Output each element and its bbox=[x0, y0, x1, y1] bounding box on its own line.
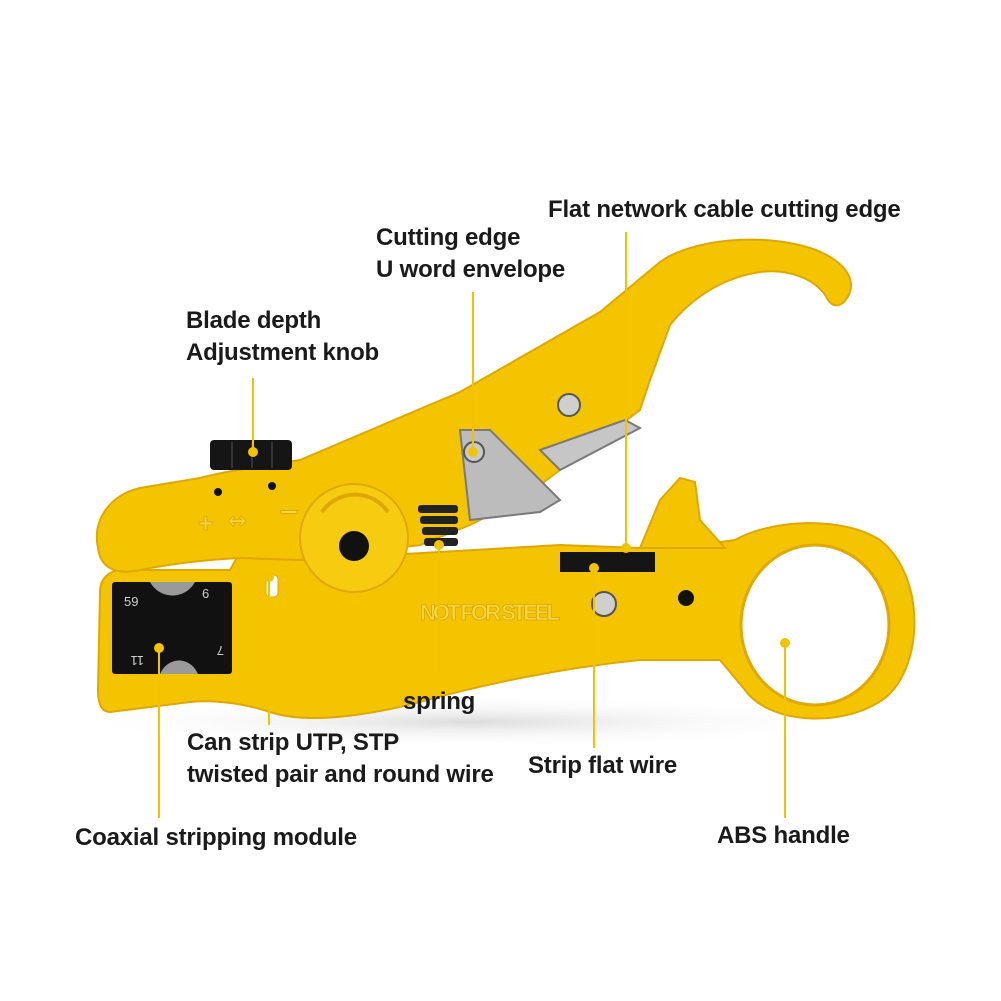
module-label-7: 7 bbox=[217, 643, 224, 658]
label-cutting-edge-line1: Cutting edge bbox=[376, 224, 521, 251]
label-cutting-edge-line2: U word envelope bbox=[376, 256, 566, 283]
label-spring: spring bbox=[403, 686, 475, 718]
label-coaxial: Coaxial stripping module bbox=[75, 822, 357, 854]
label-blade-depth: Blade depth Adjustment knob bbox=[186, 305, 379, 369]
lower-screw bbox=[591, 591, 617, 617]
label-cutting-edge: Cutting edge U word envelope bbox=[376, 222, 565, 286]
label-strip-utp: Can strip UTP, STP twisted pair and roun… bbox=[187, 727, 494, 791]
lower-rivet bbox=[678, 590, 694, 606]
callout-cutting-edge bbox=[468, 292, 478, 457]
callout-blade-depth bbox=[248, 378, 258, 457]
arrows-marking: ↔ bbox=[228, 509, 246, 534]
label-spring-line1: spring bbox=[403, 688, 476, 715]
spring bbox=[418, 505, 458, 546]
u-cutting-blade bbox=[458, 429, 562, 522]
label-flat-network-line1: Flat network cable cutting edge bbox=[548, 196, 901, 223]
label-flat-network: Flat network cable cutting edge bbox=[548, 194, 901, 226]
minus-marking: − bbox=[278, 497, 300, 527]
label-blade-depth-line2: Adjustment knob bbox=[186, 339, 379, 366]
label-strip-flat-line1: Strip flat wire bbox=[528, 752, 678, 779]
label-strip-utp-line2: twisted pair and round wire bbox=[187, 761, 494, 788]
label-abs-handle-line1: ABS handle bbox=[717, 822, 850, 849]
label-strip-flat: Strip flat wire bbox=[528, 750, 677, 782]
label-blade-depth-line1: Blade depth bbox=[186, 307, 322, 334]
callout-strip-utp bbox=[264, 572, 274, 725]
flat-wire-slot bbox=[560, 552, 655, 572]
callout-coaxial bbox=[154, 643, 164, 818]
upper-screw bbox=[557, 393, 581, 417]
callout-flat-network bbox=[621, 232, 631, 553]
module-label-59: 59 bbox=[124, 594, 138, 609]
module-label-11: 11 bbox=[131, 653, 145, 668]
callout-spring bbox=[434, 540, 444, 678]
pivot-hole bbox=[339, 531, 369, 561]
label-abs-handle: ABS handle bbox=[717, 820, 850, 852]
plus-marking: + bbox=[198, 508, 213, 538]
flat-network-blade bbox=[538, 418, 643, 472]
handle-ring-hole bbox=[739, 543, 891, 707]
pivot-arc bbox=[320, 492, 390, 514]
upper-fin bbox=[638, 476, 728, 549]
module-label-6: 6 bbox=[202, 586, 209, 601]
coaxial-module bbox=[112, 582, 232, 674]
callout-strip-flat bbox=[589, 563, 599, 748]
callout-abs-handle bbox=[780, 638, 790, 818]
embossed-text: NOT FOR STEEL bbox=[420, 600, 560, 625]
lower-handle-body bbox=[96, 522, 916, 720]
label-strip-utp-line1: Can strip UTP, STP bbox=[187, 729, 400, 756]
label-coaxial-line1: Coaxial stripping module bbox=[75, 824, 357, 851]
